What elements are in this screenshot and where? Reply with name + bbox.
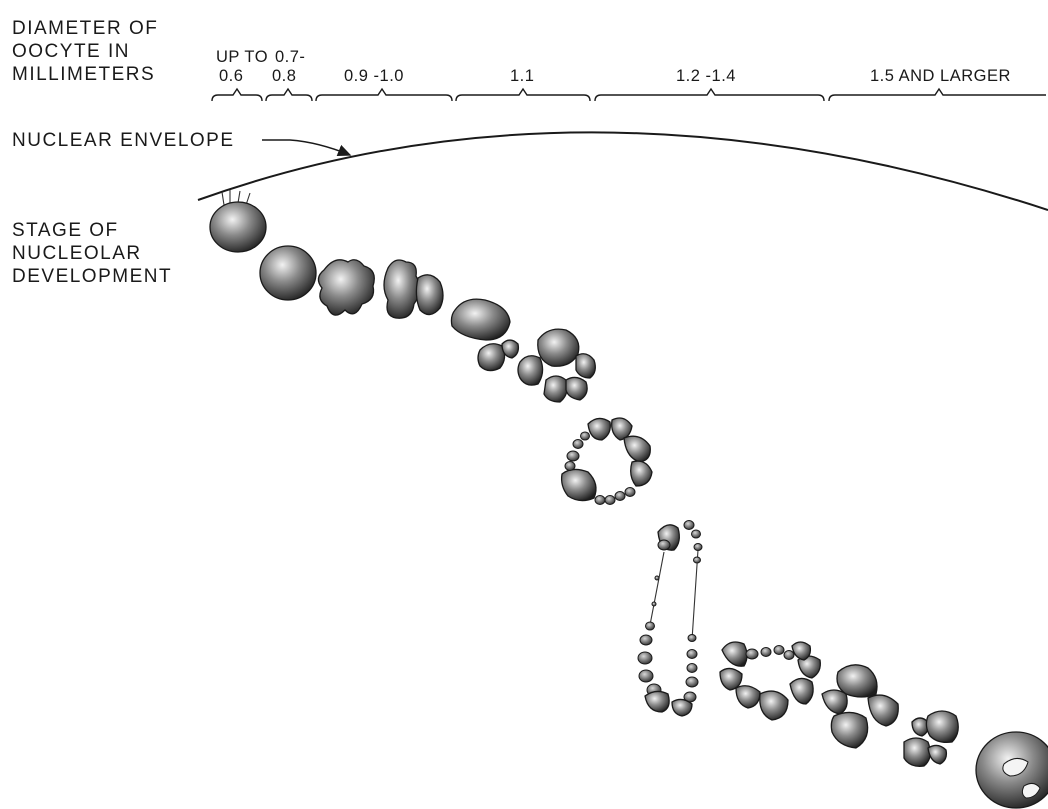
- nucleolus-stage-3: [317, 259, 375, 316]
- range-label: UP TO: [216, 48, 268, 66]
- range-label: 1.1: [510, 67, 534, 85]
- range-bracket: [828, 87, 1046, 102]
- range-label: 0.6: [219, 67, 243, 85]
- range-bracket: [594, 87, 825, 102]
- stage-label: STAGE OF NUCLEOLAR DEVELOPMENT: [12, 220, 172, 287]
- nucleolus-stage-1: [209, 190, 267, 253]
- range-bracket: [211, 87, 263, 102]
- range-label: 0.9 -1.0: [344, 67, 404, 85]
- diameter-label-line: DIAMETER OF: [12, 18, 158, 39]
- nucleolus-stage-8: [637, 520, 703, 717]
- range-label: 1.2 -1.4: [676, 67, 736, 85]
- nucleolus-stage-12: [975, 731, 1048, 809]
- range-bracket: [455, 87, 591, 102]
- stage-label-line: DEVELOPMENT: [12, 266, 172, 287]
- stage-label-line: STAGE OF: [12, 220, 119, 241]
- range-bracket: [315, 87, 453, 102]
- nuclear-envelope-arc: [197, 131, 1048, 211]
- nucleolus-stage-10: [821, 664, 899, 749]
- nucleolus-stage-9: [719, 641, 821, 721]
- range-label: 0.8: [272, 67, 296, 85]
- range-bracket: [265, 87, 313, 102]
- range-label: 1.5 AND LARGER: [870, 67, 1011, 85]
- nucleolus-stage-4: [383, 259, 444, 319]
- stage-label-line: NUCLEOLAR: [12, 243, 142, 264]
- diameter-label-line: MILLIMETERS: [12, 64, 155, 85]
- diameter-label-line: OOCYTE IN: [12, 41, 130, 62]
- nuclear-envelope-label: NUCLEAR ENVELOPE: [12, 130, 235, 151]
- nuclear-envelope-arrow: [262, 139, 352, 157]
- nucleolus-stage-11: [903, 710, 959, 767]
- diameter-ranges: UP TO 0.6 0.7- 0.8 0.9 -1.0 1.1 1.2 -1.4…: [216, 48, 1011, 85]
- range-label: 0.7-: [275, 48, 305, 66]
- nucleolus-stage-2: [259, 245, 317, 301]
- range-brackets: [211, 87, 1046, 102]
- nucleolus-stage-7: [560, 417, 653, 505]
- diameter-label: DIAMETER OF OOCYTE IN MILLIMETERS: [12, 18, 158, 85]
- nucleolus-stage-5: [450, 298, 520, 372]
- nucleolus-stage-6: [517, 328, 596, 403]
